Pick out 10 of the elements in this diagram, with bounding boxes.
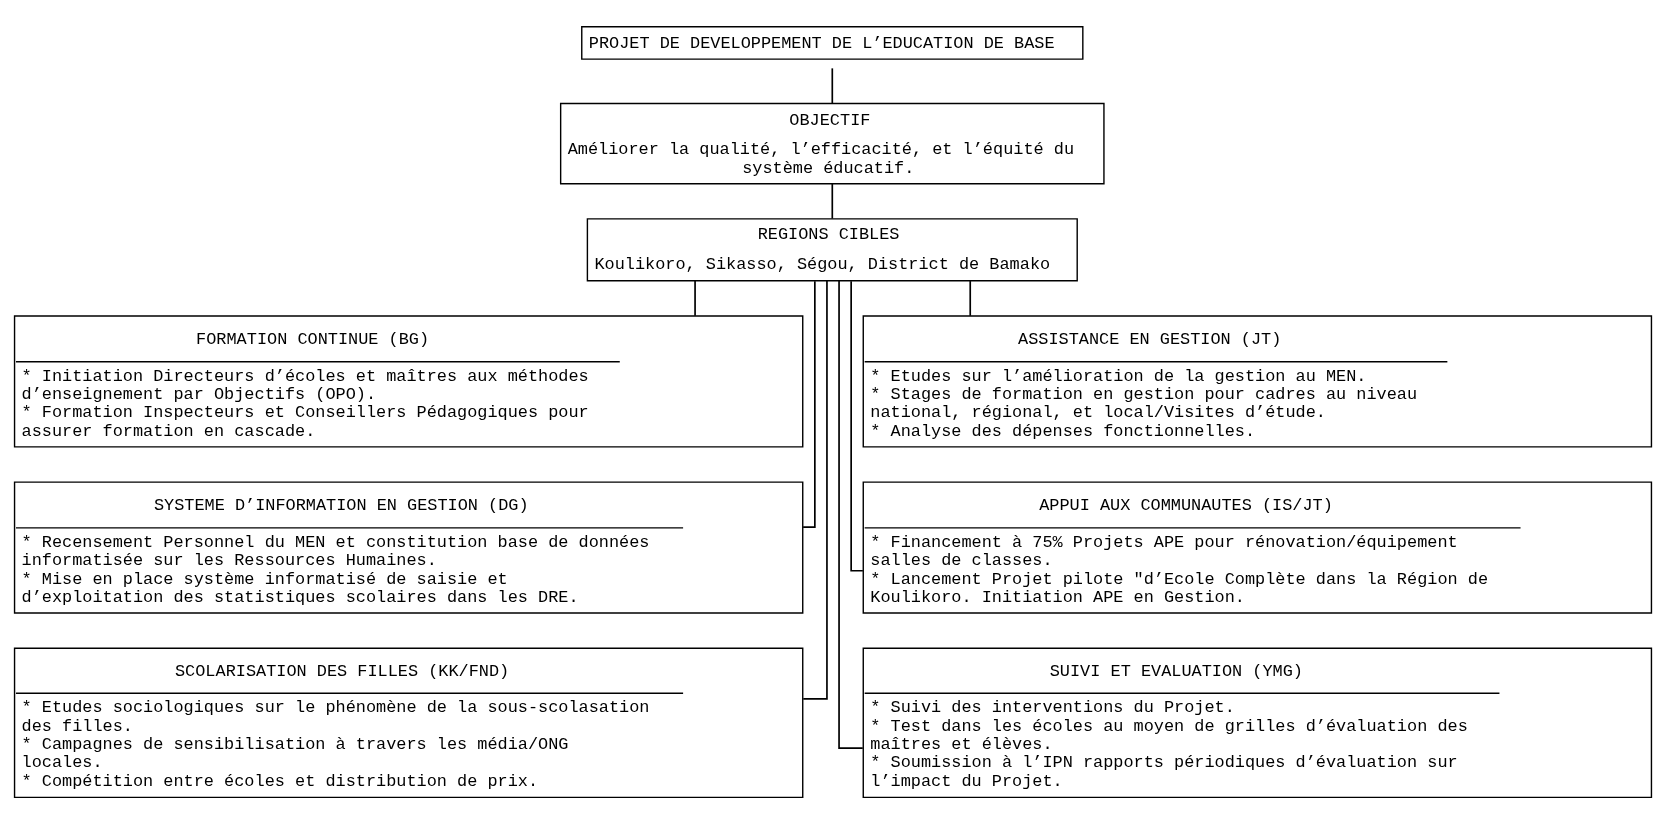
connector bbox=[802, 280, 816, 528]
node-box: REGIONS CIBLES Koulikoro, Sikasso, Ségou, District de Bamako bbox=[586, 218, 1078, 282]
connector bbox=[969, 280, 972, 317]
connector bbox=[831, 67, 834, 105]
node-box: OBJECTIF Améliorer la qualité, l’efficacité, et l’équité du système éducatif. bbox=[559, 102, 1105, 185]
connector bbox=[831, 182, 834, 220]
connector bbox=[802, 280, 828, 700]
connector bbox=[850, 280, 864, 572]
connector bbox=[694, 280, 696, 317]
node-box: PROJET DE DEVELOPPEMENT DE L’EDUCATION DE BASE bbox=[581, 26, 1084, 60]
